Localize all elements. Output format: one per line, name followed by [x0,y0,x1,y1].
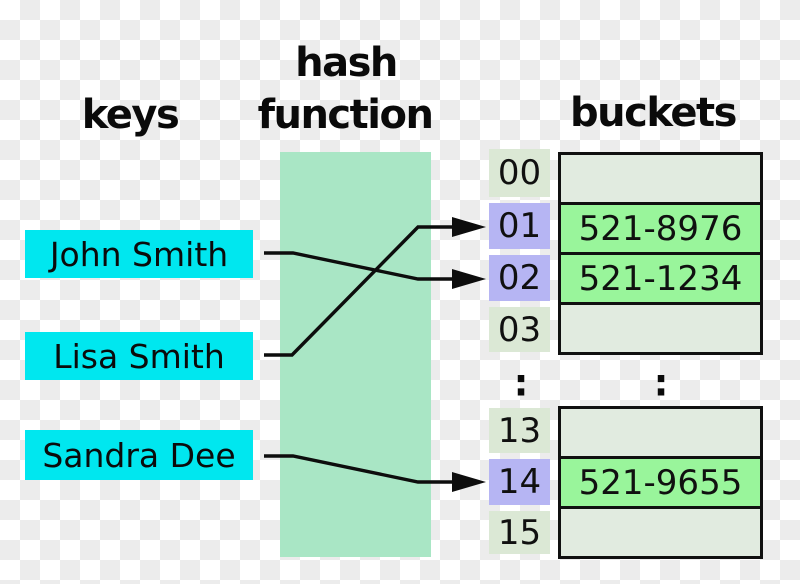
arrow-sandra-dee-to-14 [264,454,486,492]
bucket-row-00 [561,155,760,202]
bucket-index-02: 02 [489,255,550,301]
bucket-row-01: 521-8976 [561,205,760,252]
bucket-index-14: 14 [489,459,550,505]
bucket-table-top: 521-8976 521-1234 [558,152,763,355]
hash-function-heading-line2: function [257,92,434,138]
bucket-row-02: 521-1234 [561,255,760,302]
bucket-row-03 [561,305,760,352]
bucket-row-15 [561,509,760,556]
hash-function-box [280,152,431,557]
bucket-index-15: 15 [489,511,550,554]
bucket-row-14: 521-9655 [561,459,760,506]
arrow-john-smith-to-02 [264,251,486,289]
arrow-lisa-smith-to-01 [264,217,486,357]
bucket-row-13 [561,409,760,456]
key-box-lisa-smith: Lisa Smith [25,332,253,380]
bucket-index-00: 00 [489,149,550,197]
bucket-table-bottom: 521-9655 [558,406,763,559]
key-box-john-smith: John Smith [25,230,253,278]
key-box-sandra-dee: Sandra Dee [25,430,253,480]
index-ellipsis: : [513,361,529,405]
keys-heading: keys [81,92,180,138]
hash-function-heading-line1: hash [295,40,398,86]
bucket-index-03: 03 [489,307,550,352]
buckets-heading: buckets [570,90,737,136]
bucket-index-13: 13 [489,408,550,453]
bucket-ellipsis: : [653,361,669,405]
bucket-index-01: 01 [489,203,550,249]
